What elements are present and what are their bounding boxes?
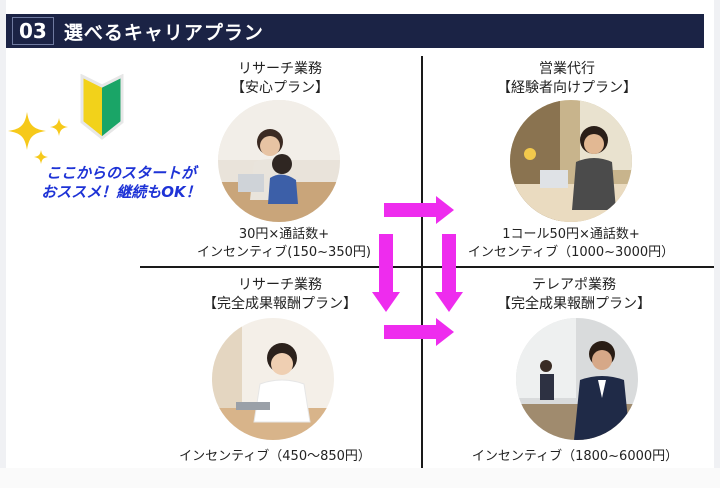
research-caption: 30円×通話数+ インセンティブ(150~350円) <box>197 227 371 260</box>
teleapo-caption: インセンティブ（1800~6000円） <box>471 449 679 464</box>
recommendation-note: ここからのスタートが おススメ！継続もOK！ <box>26 164 216 202</box>
horizontal-divider <box>140 266 714 268</box>
sparkle-small-icon <box>50 118 68 136</box>
beginner-mark-icon <box>80 74 124 140</box>
research-commission-caption: インセンティブ（450〜850円） <box>179 449 371 464</box>
bottom-band <box>0 468 720 488</box>
teleapo-plan-title: テレアポ業務 【完全成果報酬プラン】 <box>497 277 651 312</box>
arrow-right-bottom <box>384 318 454 346</box>
note-line-1: ここからのスタートが <box>45 164 196 182</box>
research-plan-title: リサーチ業務 【安心プラン】 <box>231 61 329 96</box>
research-commission-plan-title: リサーチ業務 【完全成果報酬プラン】 <box>203 277 357 312</box>
note-line-2: おススメ！継続もOK！ <box>41 183 201 201</box>
left-edge-strip <box>0 0 6 468</box>
section-header: 03 選べるキャリアプラン <box>6 14 704 48</box>
sales-agent-photo <box>510 100 632 222</box>
arrow-right-top <box>384 196 454 224</box>
sales-agent-plan-title: 営業代行 【経験者向けプラン】 <box>497 61 637 96</box>
sparkle-tiny-icon <box>34 150 48 164</box>
career-path-arrows <box>372 196 463 346</box>
sales-agent-caption: 1コール50円×通話数+ インセンティブ（1000~3000円） <box>467 227 675 260</box>
research-photo <box>218 100 340 222</box>
section-title: 選べるキャリアプラン <box>63 21 264 44</box>
sparkle-large-icon <box>8 112 46 150</box>
arrow-down-right <box>435 234 463 312</box>
teleapo-photo <box>516 318 638 440</box>
right-edge-strip <box>714 0 720 468</box>
vertical-divider <box>421 56 423 468</box>
research-commission-photo <box>212 318 334 440</box>
arrow-down-left <box>372 234 400 312</box>
section-number: 03 <box>12 17 54 45</box>
